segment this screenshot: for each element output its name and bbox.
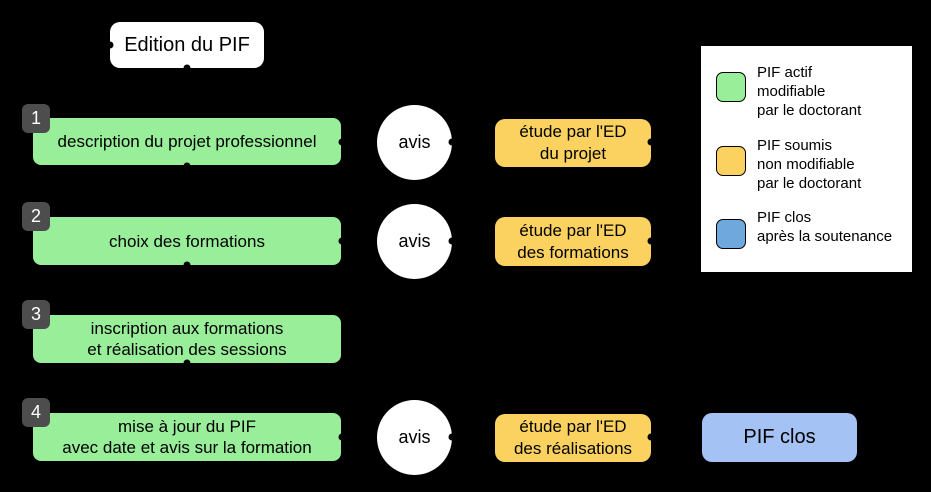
legend: PIF actif modifiable par le doctorant PI… <box>701 46 912 272</box>
connector-dot <box>183 64 191 72</box>
step-4-action-node: mise à jour du PIF avec date et avis sur… <box>33 413 341 461</box>
step-4-ed-study-line-2: des réalisations <box>513 439 633 458</box>
legend-swatch-pif-soumis <box>716 146 746 176</box>
step-3-badge: 3 <box>22 300 50 329</box>
edition-du-pif-node: Edition du PIF <box>110 22 264 68</box>
connector-dot <box>647 138 655 146</box>
step-2-ed-study-line-2: des formations <box>517 242 629 262</box>
step-4-badge: 4 <box>22 398 50 427</box>
step-4-ed-study-line-1: étude par l'ED <box>519 417 627 436</box>
step-2-action-node: choix des formations <box>33 217 341 265</box>
step-2-action-label: choix des formations <box>109 231 265 251</box>
step-4-number: 4 <box>30 402 41 422</box>
step-4-action-line-2: avec date et avis sur la formation <box>62 438 312 457</box>
step-2-avis-node: avis <box>377 204 452 279</box>
connector-dot <box>647 433 655 441</box>
edition-du-pif-label: Edition du PIF <box>124 33 250 56</box>
step-3-number: 3 <box>30 304 41 324</box>
step-1-ed-study-line-2: du projet <box>539 144 607 163</box>
connector-dot <box>183 162 191 170</box>
step-4-ed-study-node: étude par l'ED des réalisations <box>495 414 651 462</box>
connector-dot <box>183 261 191 269</box>
connector-dot <box>338 138 346 146</box>
step-1-avis-label: avis <box>398 132 431 152</box>
connector-dot <box>338 433 346 441</box>
connector-dot <box>338 237 346 245</box>
step-1-ed-study-node: étude par l'ED du projet <box>495 119 651 167</box>
legend-pif-clos-line-2: après la soutenance <box>757 228 893 245</box>
step-3-action-line-1: inscription aux formations <box>90 319 284 338</box>
step-2-ed-study-node: étude par l'ED des formations <box>495 217 651 266</box>
legend-pif-actif-line-1: PIF actif <box>757 64 813 81</box>
step-2-number: 2 <box>30 206 41 226</box>
connector-dot <box>183 359 191 367</box>
connector-dot <box>647 237 655 245</box>
legend-label-pif-clos: PIF clos après la soutenance <box>757 208 892 246</box>
pif-clos-node: PIF clos <box>702 413 857 462</box>
legend-pif-soumis-line-1: PIF soumis <box>757 137 833 154</box>
legend-swatch-pif-actif <box>716 72 746 102</box>
legend-pif-actif-line-3: par le doctorant <box>757 102 862 119</box>
step-1-action-node: description du projet professionnel <box>33 118 341 165</box>
legend-pif-soumis-line-3: par le doctorant <box>757 175 862 192</box>
step-4-action-line-1: mise à jour du PIF <box>118 417 256 436</box>
legend-pif-soumis-line-2: non modifiable <box>757 156 855 173</box>
step-4-avis-label: avis <box>398 427 431 447</box>
legend-pif-actif-line-2: modifiable <box>757 83 826 100</box>
step-3-action-node: inscription aux formations et réalisatio… <box>33 315 341 363</box>
step-1-number: 1 <box>30 108 41 128</box>
step-1-badge: 1 <box>22 104 50 133</box>
legend-pif-clos-line-1: PIF clos <box>757 209 812 226</box>
connector-dot <box>106 41 114 49</box>
connector-dot <box>448 237 456 245</box>
step-3-action-line-2: et réalisation des sessions <box>87 340 287 359</box>
pif-clos-label: PIF clos <box>743 426 816 448</box>
legend-label-pif-actif: PIF actif modifiable par le doctorant <box>757 63 861 120</box>
step-2-badge: 2 <box>22 202 50 231</box>
legend-swatch-pif-clos <box>716 219 746 249</box>
step-1-avis-node: avis <box>377 105 452 180</box>
step-1-action-label: description du projet professionnel <box>57 132 317 151</box>
step-1-ed-study-line-1: étude par l'ED <box>519 122 627 141</box>
step-2-avis-label: avis <box>398 231 431 251</box>
connector-dot <box>448 433 456 441</box>
step-2-ed-study-line-1: étude par l'ED <box>519 220 627 240</box>
connector-dot <box>448 138 456 146</box>
legend-label-pif-soumis: PIF soumis non modifiable par le doctora… <box>757 136 861 193</box>
step-4-avis-node: avis <box>377 400 452 475</box>
